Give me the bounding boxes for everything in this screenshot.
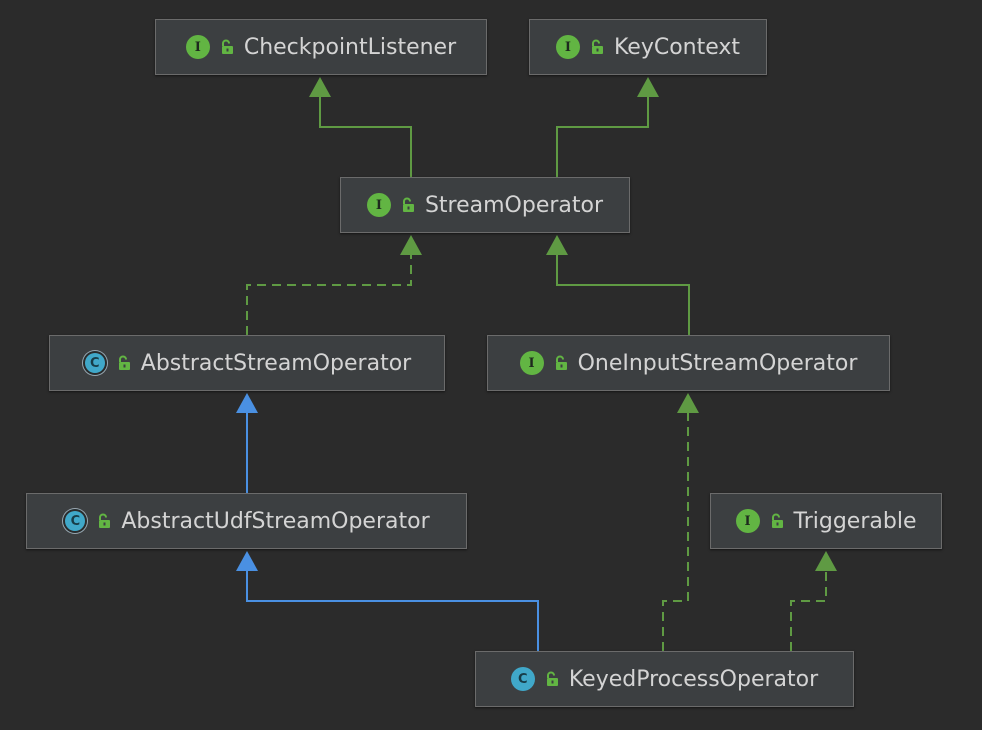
abstract-class-icon: C (63, 509, 88, 533)
arrowhead (546, 235, 568, 255)
node-abstractudfstreamoperator[interactable]: C AbstractUdfStreamOperator (26, 493, 467, 549)
edge-streamoperator-to-keycontext (556, 77, 659, 177)
edge-abstractudfstreamoperator-to-abstractstreamoperator (236, 393, 258, 493)
arrowhead (400, 235, 422, 255)
public-lock-icon (771, 513, 783, 528)
edge-abstractstreamoperator-to-streamoperator (246, 235, 422, 335)
edge-keyedprocessoperator-to-oneinputstreamoperator (662, 393, 699, 651)
public-lock-icon (591, 39, 603, 54)
abstract-class-icon: C (82, 351, 107, 375)
node-keyedprocessoperator[interactable]: C KeyedProcessOperator (475, 651, 854, 707)
arrowhead (677, 393, 699, 413)
arrowhead (236, 551, 258, 571)
public-lock-icon (555, 355, 567, 370)
node-label: CheckpointListener (243, 34, 457, 60)
public-lock-icon (99, 513, 111, 528)
node-triggerable[interactable]: I Triggerable (710, 493, 942, 549)
arrowhead (637, 77, 659, 97)
arrowhead (309, 77, 331, 97)
edge-oneinputstreamoperator-to-streamoperator (546, 235, 690, 335)
edge-keyedprocessoperator-to-abstractudfstreamoperator (236, 551, 539, 651)
node-label: Triggerable (793, 508, 917, 534)
public-lock-icon (118, 355, 130, 370)
node-oneinputstreamoperator[interactable]: I OneInputStreamOperator (487, 335, 890, 391)
interface-icon: I (185, 35, 210, 59)
node-label: StreamOperator (424, 192, 604, 218)
arrowhead (236, 393, 258, 413)
public-lock-icon (546, 671, 558, 686)
node-abstractstreamoperator[interactable]: C AbstractStreamOperator (49, 335, 445, 391)
arrowhead (815, 551, 837, 571)
interface-icon: I (519, 351, 544, 375)
public-lock-icon (402, 197, 414, 212)
interface-icon: I (735, 509, 760, 533)
node-label: AbstractUdfStreamOperator (121, 508, 430, 534)
interface-icon: I (366, 193, 391, 217)
class-icon: C (510, 667, 535, 691)
node-label: KeyContext (613, 34, 741, 60)
node-label: AbstractStreamOperator (140, 350, 412, 376)
node-checkpointlistener[interactable]: I CheckpointListener (155, 19, 487, 75)
node-keycontext[interactable]: I KeyContext (529, 19, 767, 75)
interface-icon: I (555, 35, 580, 59)
node-label: OneInputStreamOperator (577, 350, 858, 376)
node-streamoperator[interactable]: I StreamOperator (340, 177, 630, 233)
edge-keyedprocessoperator-to-triggerable (790, 551, 837, 651)
edge-streamoperator-to-checkpointlistener (309, 77, 412, 177)
node-label: KeyedProcessOperator (568, 666, 819, 692)
public-lock-icon (221, 39, 233, 54)
